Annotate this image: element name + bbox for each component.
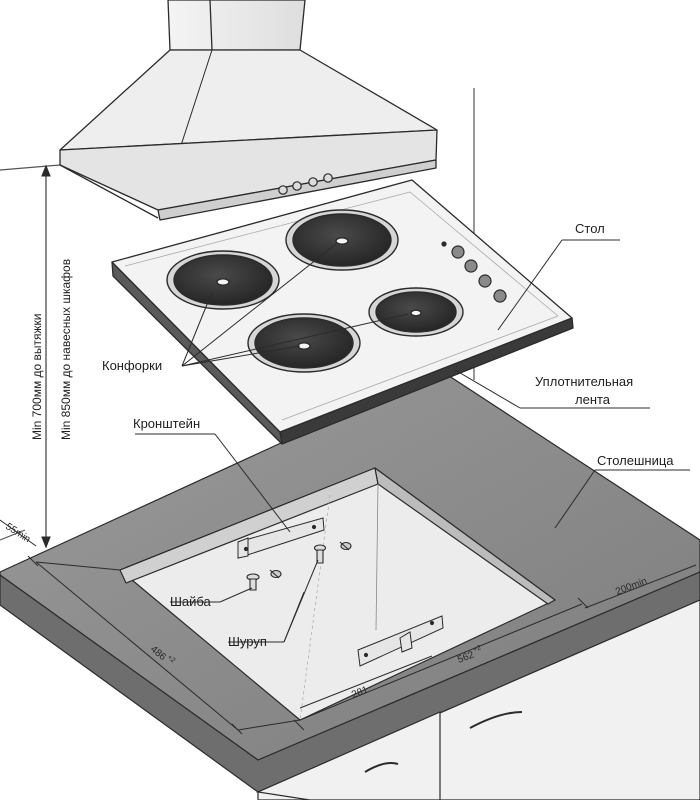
dim-width-tol: +2	[472, 644, 482, 653]
note-cabinet-distance: Min 850мм до навесных шкафов	[59, 259, 73, 440]
label-countertop: Столешница	[597, 453, 674, 468]
label-bracket: Кронштейн	[133, 416, 200, 431]
label-screw: Шуруп	[228, 634, 267, 649]
hob	[111, 179, 574, 445]
dimension-lines	[0, 519, 697, 735]
bracket-top	[237, 517, 325, 559]
burners	[166, 209, 464, 373]
control-knobs	[441, 241, 507, 303]
fasteners	[246, 541, 352, 591]
cabinets	[255, 599, 700, 800]
cutout	[119, 467, 556, 721]
dim-edge: 55min	[3, 521, 32, 545]
label-seal-line2: лента	[575, 392, 611, 407]
dim-depth-tol: +2	[166, 654, 177, 665]
label-table: Стол	[575, 221, 605, 236]
range-hood	[59, 0, 438, 221]
note-hood-distance: Min 700мм до вытяжки	[30, 313, 44, 440]
label-seal-line1: Уплотнительная	[535, 374, 633, 389]
vertical-distance-lines	[41, 164, 51, 549]
leader-lines	[135, 239, 690, 643]
label-washer: Шайба	[170, 594, 212, 609]
bracket-bottom	[357, 615, 444, 667]
label-burners: Конфорки	[102, 358, 162, 373]
hood-buttons	[278, 173, 333, 195]
